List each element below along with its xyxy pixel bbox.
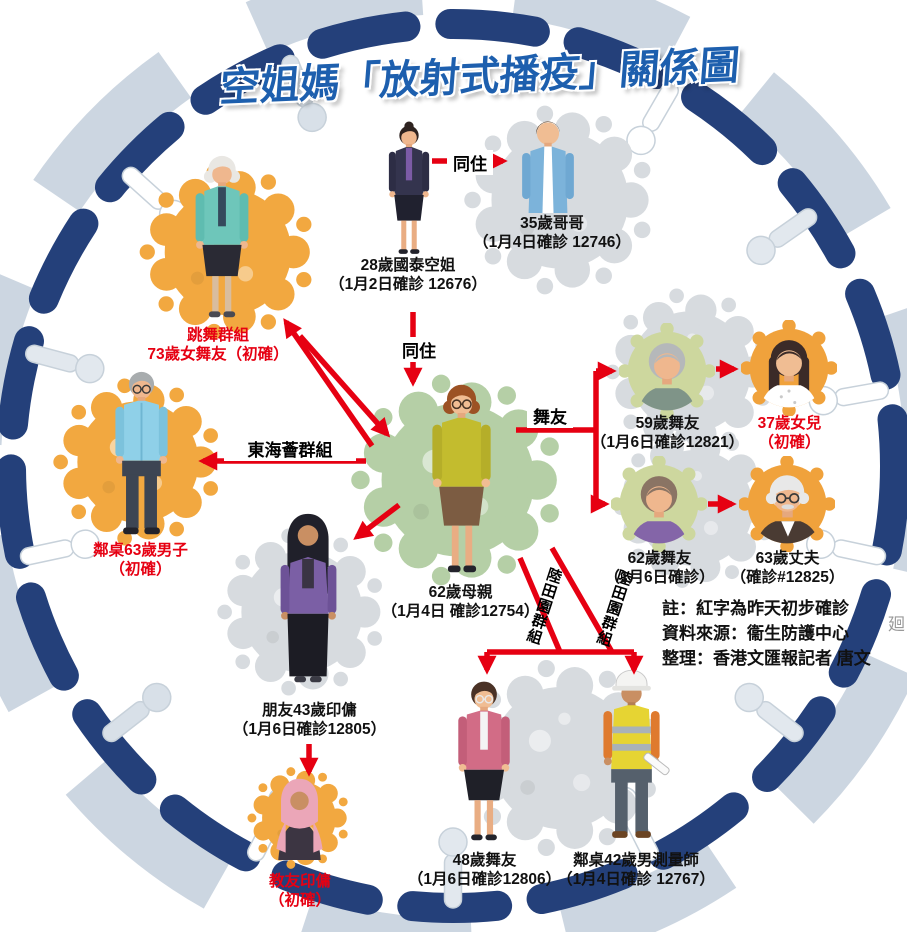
person-friend-48-illustration	[444, 678, 525, 850]
label-surveyor-42: 鄰桌42歲男測量師 （1月4日確診 12767）	[557, 852, 715, 888]
avatar-husband-63	[739, 456, 835, 552]
edge-label-cohabit-top: 同住	[447, 150, 493, 175]
label-friend-48: 48歲舞友 （1月6日確診12806）	[407, 852, 562, 888]
edge-label-donghoi-group: 東海薈群組	[224, 436, 356, 461]
avatar-friend-59	[619, 323, 715, 419]
edge-label-dance-friend: 舞友	[527, 403, 573, 428]
person-surveyor-42-illustration	[586, 662, 678, 852]
label-maid-43: 朋友43歲印傭 （1月6日確診12805）	[232, 702, 387, 738]
person-mother-illustration	[411, 378, 513, 582]
footnote-line: 整理：香港文匯報記者 唐文	[662, 649, 871, 668]
person-attendant-illustration	[378, 120, 440, 267]
label-daughter-37: 37歲女兒 （初確）	[757, 415, 822, 451]
person-church-maid-illustration	[267, 775, 332, 860]
person-dance-friend-73-illustration	[178, 152, 266, 328]
avatar-friend-62	[611, 456, 707, 552]
label-mother: 62歲母親 （1月4日 確診12754）	[381, 584, 540, 620]
footnote-line: 註：紅字為昨天初步確診	[662, 599, 849, 618]
label-church-maid: 教友印傭 （初確）	[268, 873, 331, 909]
person-brother-illustration	[510, 116, 586, 213]
avatar-daughter-37	[741, 320, 837, 416]
label-man-63: 鄰桌63歲男子 （初確）	[93, 542, 188, 578]
label-attendant: 28歲國泰空姐 （1月2日確診 12676）	[329, 257, 487, 293]
virus-spikes	[19, 54, 890, 909]
person-maid-43-illustration	[262, 508, 355, 699]
label-husband-63: 63歲丈夫 （確診#12825）	[730, 550, 845, 586]
label-dance-group-73: 跳舞群組 73歲女舞友（初確）	[147, 327, 289, 363]
edge-label-cohabit-mid: 同住	[396, 337, 442, 362]
footnotes: 註：紅字為昨天初步確診 資料來源：衞生防護中心 整理：香港文匯報記者 唐文	[662, 596, 892, 671]
label-brother: 35歲哥哥 （1月4日確診 12746）	[473, 215, 631, 251]
person-man-63-illustration	[98, 368, 185, 542]
footnote-line: 資料來源：衞生防護中心	[662, 624, 849, 643]
label-friend-59: 59歲舞友 （1月6日確診12821）	[590, 415, 745, 451]
clipped-edge-character: 廻	[888, 615, 905, 634]
